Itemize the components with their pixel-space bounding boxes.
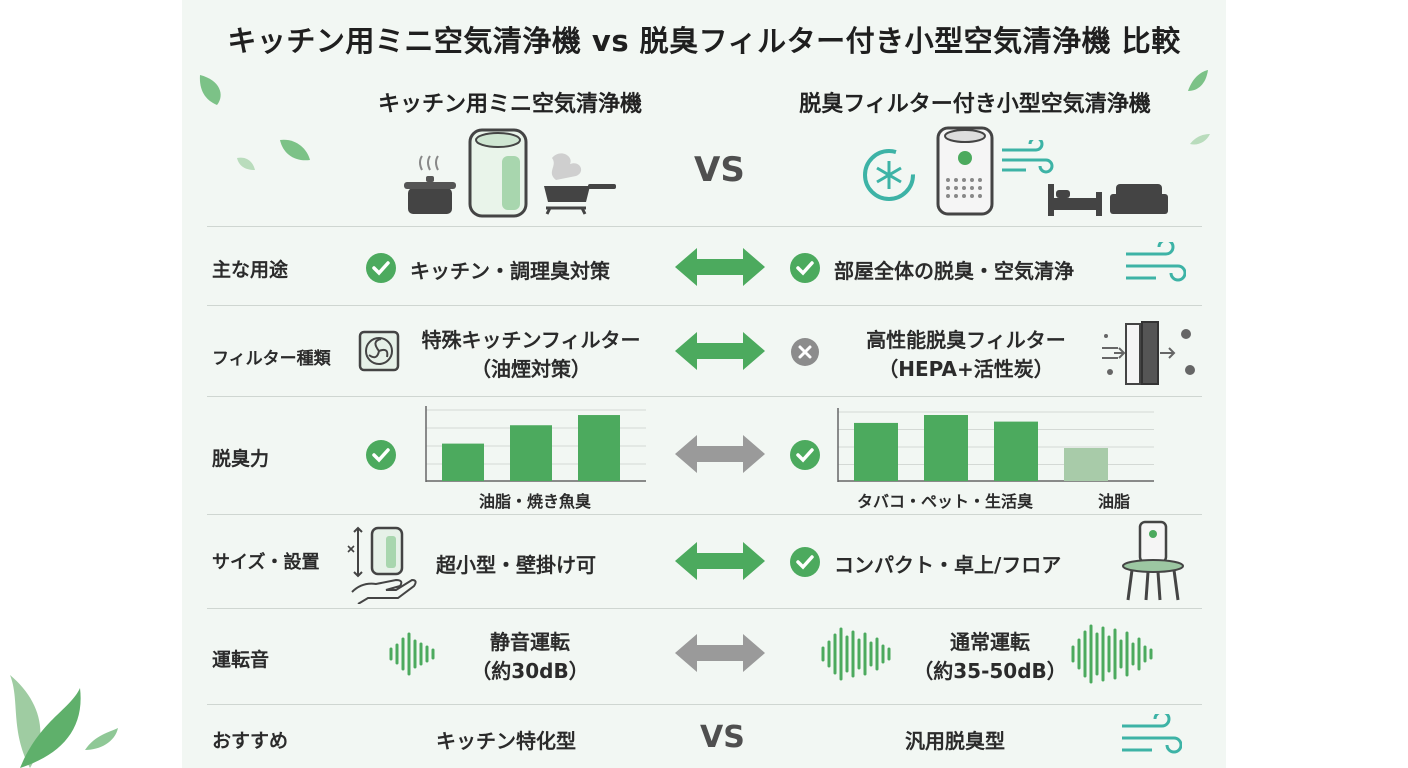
sound-wave-icon xyxy=(821,627,891,681)
row-label-noise: 運転音 xyxy=(212,649,270,671)
deodor-left-caption: 油脂・焼き魚臭 xyxy=(478,492,591,511)
size-left-text: 超小型・壁掛け可 xyxy=(436,553,596,577)
bar xyxy=(442,443,484,481)
row-divider xyxy=(207,305,1202,306)
kitchen-fan-filter-icon xyxy=(358,330,400,372)
deodor-right-chart xyxy=(837,408,1154,482)
wind-icon xyxy=(1122,714,1182,754)
bar xyxy=(1064,448,1108,481)
recommend-right-text: 汎用脱臭型 xyxy=(905,729,1005,753)
leaf-decoration-icon xyxy=(1188,70,1210,145)
right-product-heading: 脱臭フィルター付き小型空気清浄機 xyxy=(799,92,1151,117)
recommend-left-text: キッチン特化型 xyxy=(436,729,576,753)
row-divider xyxy=(207,514,1202,515)
wind-icon xyxy=(1126,242,1186,282)
check-icon xyxy=(366,253,396,283)
double-arrow-icon xyxy=(675,542,765,580)
check-icon xyxy=(790,253,820,283)
bar xyxy=(578,415,620,481)
double-arrow-icon xyxy=(675,634,765,672)
row-label-filter: フィルター種類 xyxy=(212,349,331,369)
filter-right-line2: （HEPA+活性炭） xyxy=(878,357,1054,381)
sofa-icon xyxy=(1110,184,1168,214)
cooking-pot-icon xyxy=(404,155,456,214)
noise-left-line1: 静音運転 xyxy=(490,630,570,654)
double-arrow-icon xyxy=(675,248,765,286)
recommend-vs-label: VS xyxy=(700,720,745,755)
row-divider xyxy=(207,608,1202,609)
airflow-icon xyxy=(1002,140,1054,174)
row-label-deodor: 脱臭力 xyxy=(212,448,270,470)
bar xyxy=(994,421,1038,481)
left-product-heading: キッチン用ミニ空気清浄機 xyxy=(377,92,642,117)
row-divider xyxy=(207,226,1202,227)
bar xyxy=(854,422,898,481)
loud-sound-wave-icon xyxy=(1071,624,1153,684)
check-icon xyxy=(366,440,396,470)
deodor-left-chart xyxy=(425,406,646,482)
hepa-filter-layers-icon xyxy=(1102,321,1195,385)
snowflake-deodorize-icon xyxy=(863,149,915,201)
comparison-panel xyxy=(182,0,1226,768)
check-icon xyxy=(790,440,820,470)
kitchen-air-purifier-icon xyxy=(468,128,528,218)
filter-left-line1: 特殊キッチンフィルター xyxy=(421,328,641,352)
double-arrow-icon xyxy=(675,332,765,370)
cross-icon xyxy=(791,338,819,366)
leaf-decoration-icon xyxy=(199,75,310,170)
row-label-usage: 主な用途 xyxy=(212,259,289,281)
noise-left-line2: （約30dB） xyxy=(471,659,589,683)
size-right-text: コンパクト・卓上/フロア xyxy=(834,553,1062,577)
noise-right-line2: （約35-50dB） xyxy=(913,659,1067,683)
frying-pan-smoke-icon xyxy=(544,153,616,215)
bar xyxy=(924,415,968,481)
compact-air-purifier-icon xyxy=(936,126,994,216)
filter-left-line2: （油煙対策） xyxy=(471,357,591,381)
row-divider xyxy=(207,704,1202,705)
bar xyxy=(510,425,552,481)
filter-right-line1: 高性能脱臭フィルター xyxy=(866,328,1066,352)
usage-right-text: 部屋全体の脱臭・空気清浄 xyxy=(834,259,1074,283)
check-icon xyxy=(790,547,820,577)
row-divider xyxy=(207,396,1202,397)
deodor-right-caption2: 油脂 xyxy=(1097,492,1130,511)
double-arrow-icon xyxy=(675,435,765,473)
noise-right-line1: 通常運転 xyxy=(950,630,1030,654)
page-title: キッチン用ミニ空気清浄機 vs 脱臭フィルター付き小型空気清浄機 比較 xyxy=(227,24,1181,58)
hand-holding-purifier-icon xyxy=(347,526,417,604)
usage-left-text: キッチン・調理臭対策 xyxy=(410,259,610,283)
row-label-recommend: おすすめ xyxy=(212,730,289,752)
quiet-sound-wave-icon xyxy=(389,632,435,676)
row-label-size: サイズ・設置 xyxy=(212,552,320,573)
leaf-decoration-icon xyxy=(10,675,118,768)
purifier-on-table-icon xyxy=(1122,520,1184,601)
vs-label: VS xyxy=(694,150,745,190)
deodor-right-caption: タバコ・ペット・生活臭 xyxy=(856,492,1033,511)
bed-icon xyxy=(1048,184,1102,216)
